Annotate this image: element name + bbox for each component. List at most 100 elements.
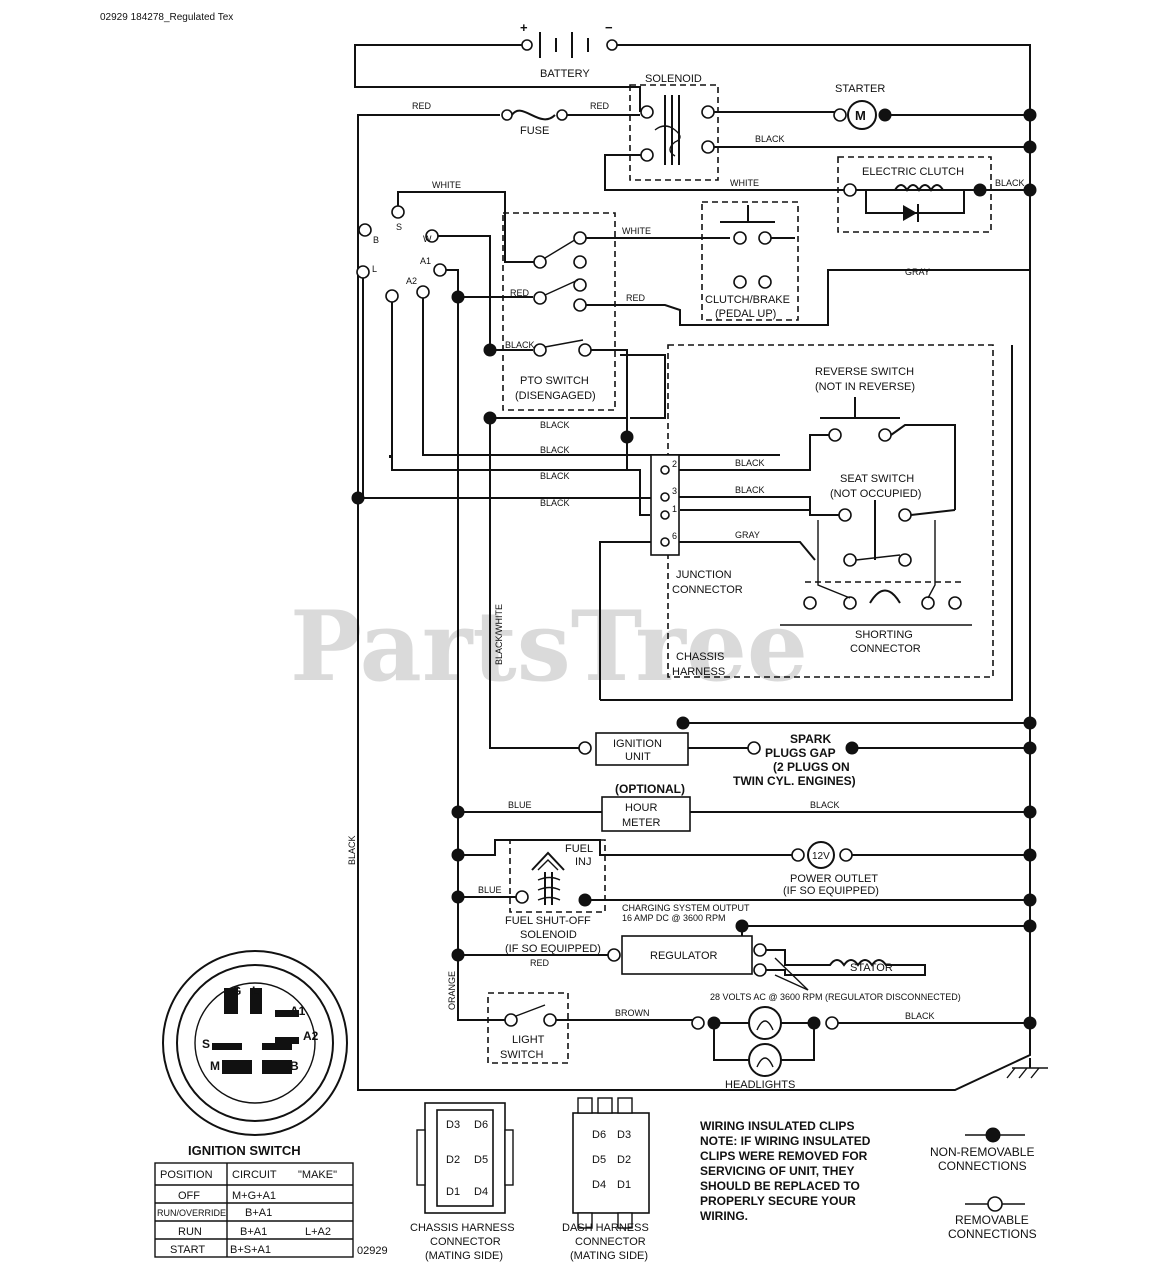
- face-g: G: [232, 984, 241, 998]
- wire-red-regulator: RED: [530, 958, 550, 968]
- chassis-pin-d4: D4: [474, 1186, 488, 1198]
- chassis-pin-d3: D3: [446, 1119, 460, 1131]
- regulator: CHARGING SYSTEM OUTPUT 16 AMP DC @ 3600 …: [451, 903, 1037, 1002]
- fuel-solenoid-label-2: SOLENOID: [520, 929, 577, 941]
- face-a1: A1: [290, 1004, 306, 1018]
- chassis-pin-d6: D6: [474, 1119, 488, 1131]
- parts-tree-watermark: PartsTree: [290, 590, 808, 703]
- clips-note-title: WIRING INSULATED CLIPS: [700, 1119, 854, 1133]
- table-row-override-circuit: B+A1: [245, 1207, 272, 1219]
- starter: M STARTER: [833, 83, 1030, 130]
- reverse-switch-label-2: (NOT IN REVERSE): [815, 381, 915, 393]
- dash-pin-d5: D5: [592, 1154, 606, 1166]
- reverse-seat-area: REVERSE SWITCH (NOT IN REVERSE) BLACK SE…: [599, 344, 1013, 701]
- dash-connector-label-2: CONNECTOR: [575, 1236, 646, 1248]
- power-outlet-symbol: 12V: [812, 851, 830, 862]
- table-row-off-circuit: M+G+A1: [232, 1190, 276, 1202]
- chassis-pin-d2: D2: [446, 1154, 460, 1166]
- table-row-start-circuit: B+S+A1: [230, 1244, 271, 1256]
- wire-black-470: BLACK: [540, 471, 570, 481]
- table-header-position: POSITION: [160, 1169, 213, 1181]
- wire-blue-fuel: BLUE: [478, 885, 502, 895]
- wire-red-label-2: RED: [590, 101, 610, 111]
- clips-note-line-3: SERVICING OF UNIT, THEY: [700, 1164, 854, 1178]
- legend-removable-2: CONNECTIONS: [948, 1227, 1037, 1241]
- starter-motor-symbol: M: [855, 108, 866, 123]
- wire-black-498: BLACK: [540, 498, 570, 508]
- chassis-connector-label-3: (MATING SIDE): [425, 1250, 503, 1262]
- junction-pin-6: 6: [672, 531, 677, 541]
- solenoid-label: SOLENOID: [645, 73, 702, 85]
- solenoid: SOLENOID BLACK WHITE: [604, 73, 1030, 191]
- clips-note-line-1: NOTE: IF WIRING INSULATED: [700, 1134, 871, 1148]
- chassis-harness-connector: D3 D6 D2 D5 D1 D4 CHASSIS HARNESS CONNEC…: [410, 1102, 515, 1262]
- wire-black-headlight: BLACK: [905, 1011, 935, 1021]
- light-switch-label-1: LIGHT: [512, 1034, 545, 1046]
- wire-red-label-1: RED: [412, 101, 432, 111]
- headlights-label: HEADLIGHTS: [725, 1079, 795, 1091]
- stator-note: 28 VOLTS AC @ 3600 RPM (REGULATOR DISCON…: [710, 992, 961, 1002]
- power-outlet: 12V POWER OUTLET (IF SO EQUIPPED): [451, 839, 1037, 897]
- junction-pin-3: 3: [672, 486, 677, 496]
- table-row-run-circuit: B+A1: [240, 1226, 267, 1238]
- frame-wires: [354, 44, 1048, 1091]
- regulator-label: REGULATOR: [650, 950, 717, 962]
- fuse: FUSE RED RED: [412, 101, 640, 137]
- hour-meter: (OPTIONAL) HOUR METER BLUE BLACK: [451, 782, 1037, 832]
- wire-red-clutch: RED: [626, 293, 646, 303]
- legend-non-removable-2: CONNECTIONS: [938, 1159, 1027, 1173]
- pto-switch: WHITE RED GRAY BLACK PTO SWITCH (DISENGA…: [490, 212, 1030, 470]
- figure-number: 02929: [357, 1245, 388, 1257]
- dash-pin-d1: D1: [617, 1179, 631, 1191]
- table-header-make: "MAKE": [298, 1169, 337, 1181]
- junction-pin-1: 1: [672, 504, 677, 514]
- terminal-w: W: [423, 234, 432, 244]
- removable-dot-icon: [987, 1196, 1003, 1212]
- fuel-shutoff-solenoid: FUEL INJ BLUE FUEL SHUT-OFF SOLENOID (IF…: [451, 839, 1037, 955]
- wire-black-seat: BLACK: [735, 485, 765, 495]
- wire-gray-seat: GRAY: [735, 530, 760, 540]
- shorting-connector-label-2: CONNECTOR: [850, 643, 921, 655]
- terminal-a1: A1: [420, 256, 431, 266]
- wire-orange-label: ORANGE: [447, 971, 457, 1010]
- terminal-l: L: [372, 264, 377, 274]
- light-switch: LIGHT SWITCH ORANGE BROWN BLACK HEADLIGH…: [447, 971, 1037, 1091]
- clips-note-line-6: WIRING.: [700, 1209, 748, 1223]
- dash-connector-label-3: (MATING SIDE): [570, 1250, 648, 1262]
- wire-black-pto: BLACK: [505, 340, 535, 350]
- wire-black-418: BLACK: [540, 420, 570, 430]
- hour-meter-label-2: METER: [622, 817, 661, 829]
- table-header-circuit: CIRCUIT: [232, 1169, 277, 1181]
- stator-label: STATOR: [850, 962, 893, 974]
- charging-output-label-2: 16 AMP DC @ 3600 RPM: [622, 913, 726, 923]
- dash-pin-d2: D2: [617, 1154, 631, 1166]
- clips-note-line-5: PROPERLY SECURE YOUR: [700, 1194, 856, 1208]
- header-caption: 02929 184278_Regulated Tex: [100, 12, 233, 23]
- table-row-start-position: START: [170, 1244, 205, 1256]
- table-row-run-position: RUN: [178, 1226, 202, 1238]
- black-white-wire: BLACK/WHITE BLACK: [347, 297, 580, 1021]
- clips-note-line-2: CLIPS WERE REMOVED FOR: [700, 1149, 868, 1163]
- chassis-harness-label-1: CHASSIS: [676, 651, 724, 663]
- dash-pin-d3: D3: [617, 1129, 631, 1141]
- pto-switch-label-1: PTO SWITCH: [520, 375, 589, 387]
- face-s: S: [202, 1037, 210, 1051]
- chassis-connector-label-1: CHASSIS HARNESS: [410, 1222, 515, 1234]
- reverse-switch-label-1: REVERSE SWITCH: [815, 366, 914, 378]
- wire-white-pto: WHITE: [622, 226, 651, 236]
- wire-black-white-label: BLACK/WHITE: [494, 604, 504, 665]
- fuse-label: FUSE: [520, 125, 549, 137]
- legend-non-removable-1: NON-REMOVABLE: [930, 1145, 1034, 1159]
- wire-blue-hour: BLUE: [508, 800, 532, 810]
- clips-note-line-4: SHOULD BE REPLACED TO: [700, 1179, 860, 1193]
- wire-black-reverse: BLACK: [735, 458, 765, 468]
- ignition-switch-face: G L A1 A2 S M B IGNITION SWITCH: [162, 950, 348, 1158]
- dash-harness-connector: D6 D3 D5 D2 D4 D1 DASH HARNESS CONNECTOR…: [562, 1097, 650, 1262]
- junction-connector-label-1: JUNCTION: [676, 569, 732, 581]
- spark-plugs-label-4: TWIN CYL. ENGINES): [733, 774, 856, 788]
- chassis-harness-label-2: HARNESS: [672, 666, 725, 678]
- ignition-unit-label-2: UNIT: [625, 751, 651, 763]
- wire-black-clutch: BLACK: [995, 178, 1025, 188]
- dash-connector-label-1: DASH HARNESS: [562, 1222, 649, 1234]
- dash-pin-d4: D4: [592, 1179, 606, 1191]
